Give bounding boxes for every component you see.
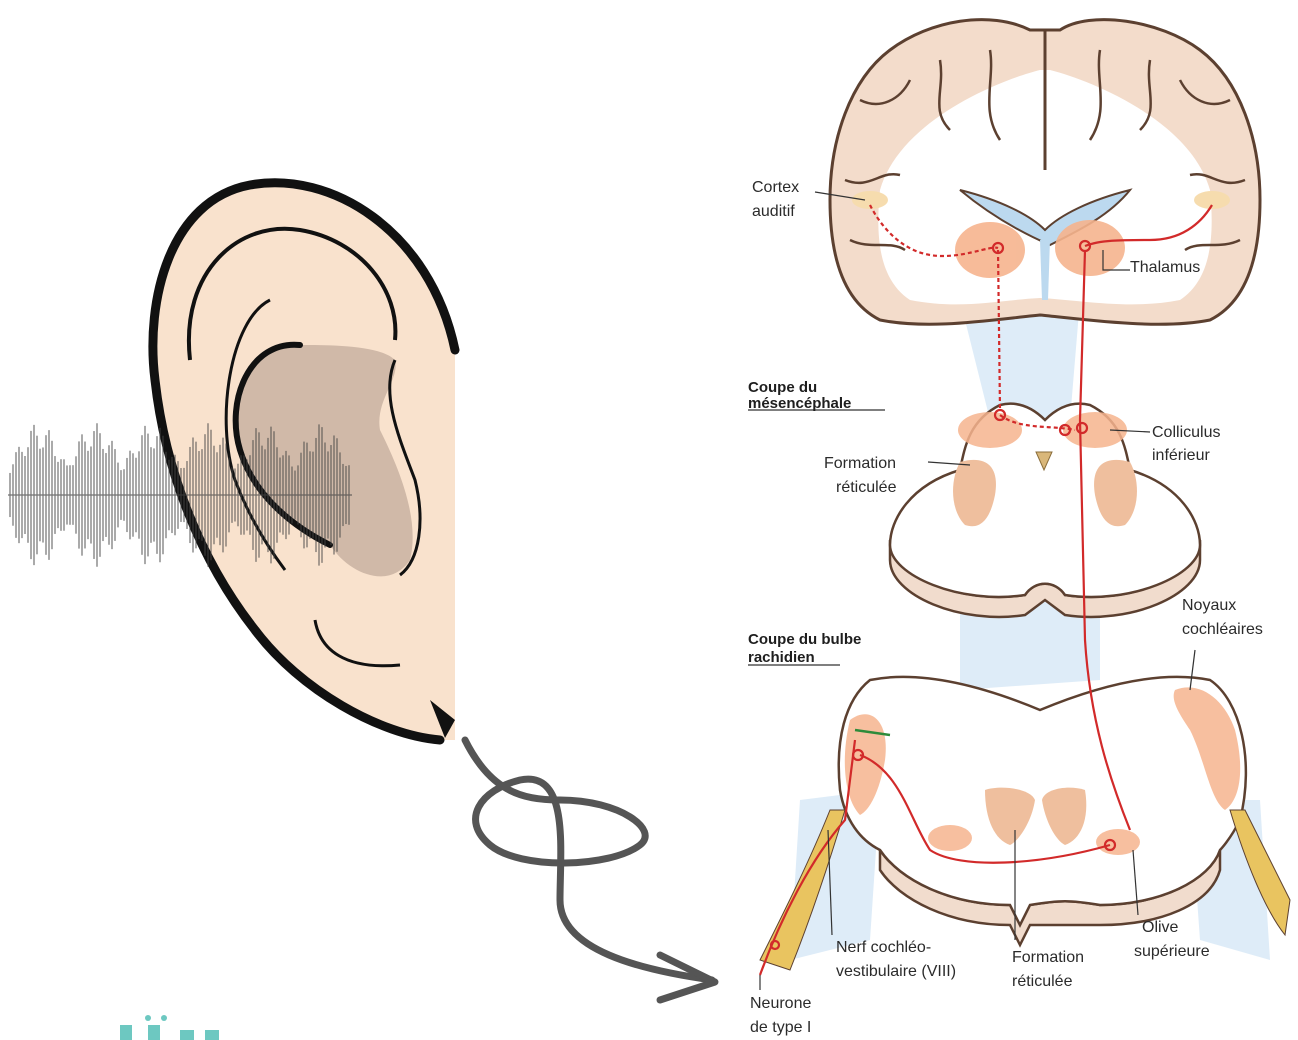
- label-neurone: Neurone de type I: [750, 995, 811, 1036]
- svg-text:auditif: auditif: [752, 203, 795, 220]
- label-formation-reticulee-mid: Formation réticulée: [824, 455, 897, 496]
- label-cortex-auditif: Cortex auditif: [752, 179, 799, 220]
- label-colliculus-inferieur: Colliculus inférieur: [1152, 424, 1220, 464]
- svg-text:Nerf cochléo-: Nerf cochléo-: [836, 939, 931, 956]
- label-coupe-mesencephale: Coupe du mésencéphale: [748, 379, 851, 412]
- label-olive-superieure: Olive supérieure: [1134, 919, 1210, 960]
- brain-coronal-section: [830, 20, 1260, 325]
- svg-text:réticulée: réticulée: [1012, 973, 1073, 990]
- svg-text:Coupe du bulbe: Coupe du bulbe: [748, 631, 861, 648]
- label-nerf-cochleo: Nerf cochléo- vestibulaire (VIII): [836, 939, 956, 980]
- label-thalamus: Thalamus: [1130, 259, 1200, 276]
- svg-text:inférieur: inférieur: [1152, 447, 1210, 464]
- arrow-path: [465, 740, 712, 980]
- svg-text:mésencéphale: mésencéphale: [748, 395, 851, 412]
- label-formation-reticulee-bulbe: Formation réticulée: [1012, 949, 1084, 990]
- svg-text:Formation: Formation: [824, 455, 896, 472]
- svg-text:Formation: Formation: [1012, 949, 1084, 966]
- svg-text:Noyaux: Noyaux: [1182, 597, 1236, 614]
- svg-text:réticulée: réticulée: [836, 479, 897, 496]
- curved-arrow: [465, 740, 715, 1000]
- label-coupe-bulbe: Coupe du bulbe rachidien: [748, 631, 861, 666]
- svg-text:de type I: de type I: [750, 1019, 811, 1036]
- svg-text:Neurone: Neurone: [750, 995, 811, 1012]
- svg-text:Olive: Olive: [1142, 919, 1179, 936]
- svg-text:Colliculus: Colliculus: [1152, 424, 1220, 441]
- svg-text:vestibulaire (VIII): vestibulaire (VIII): [836, 963, 956, 980]
- svg-text:Coupe du: Coupe du: [748, 379, 817, 396]
- label-noyaux-cochleaires: Noyaux cochléaires: [1182, 597, 1263, 638]
- svg-text:cochléaires: cochléaires: [1182, 621, 1263, 638]
- decorative-cyan-letters: [120, 1015, 219, 1040]
- svg-text:Cortex: Cortex: [752, 179, 799, 196]
- svg-text:supérieure: supérieure: [1134, 943, 1210, 960]
- svg-text:rachidien: rachidien: [748, 649, 815, 666]
